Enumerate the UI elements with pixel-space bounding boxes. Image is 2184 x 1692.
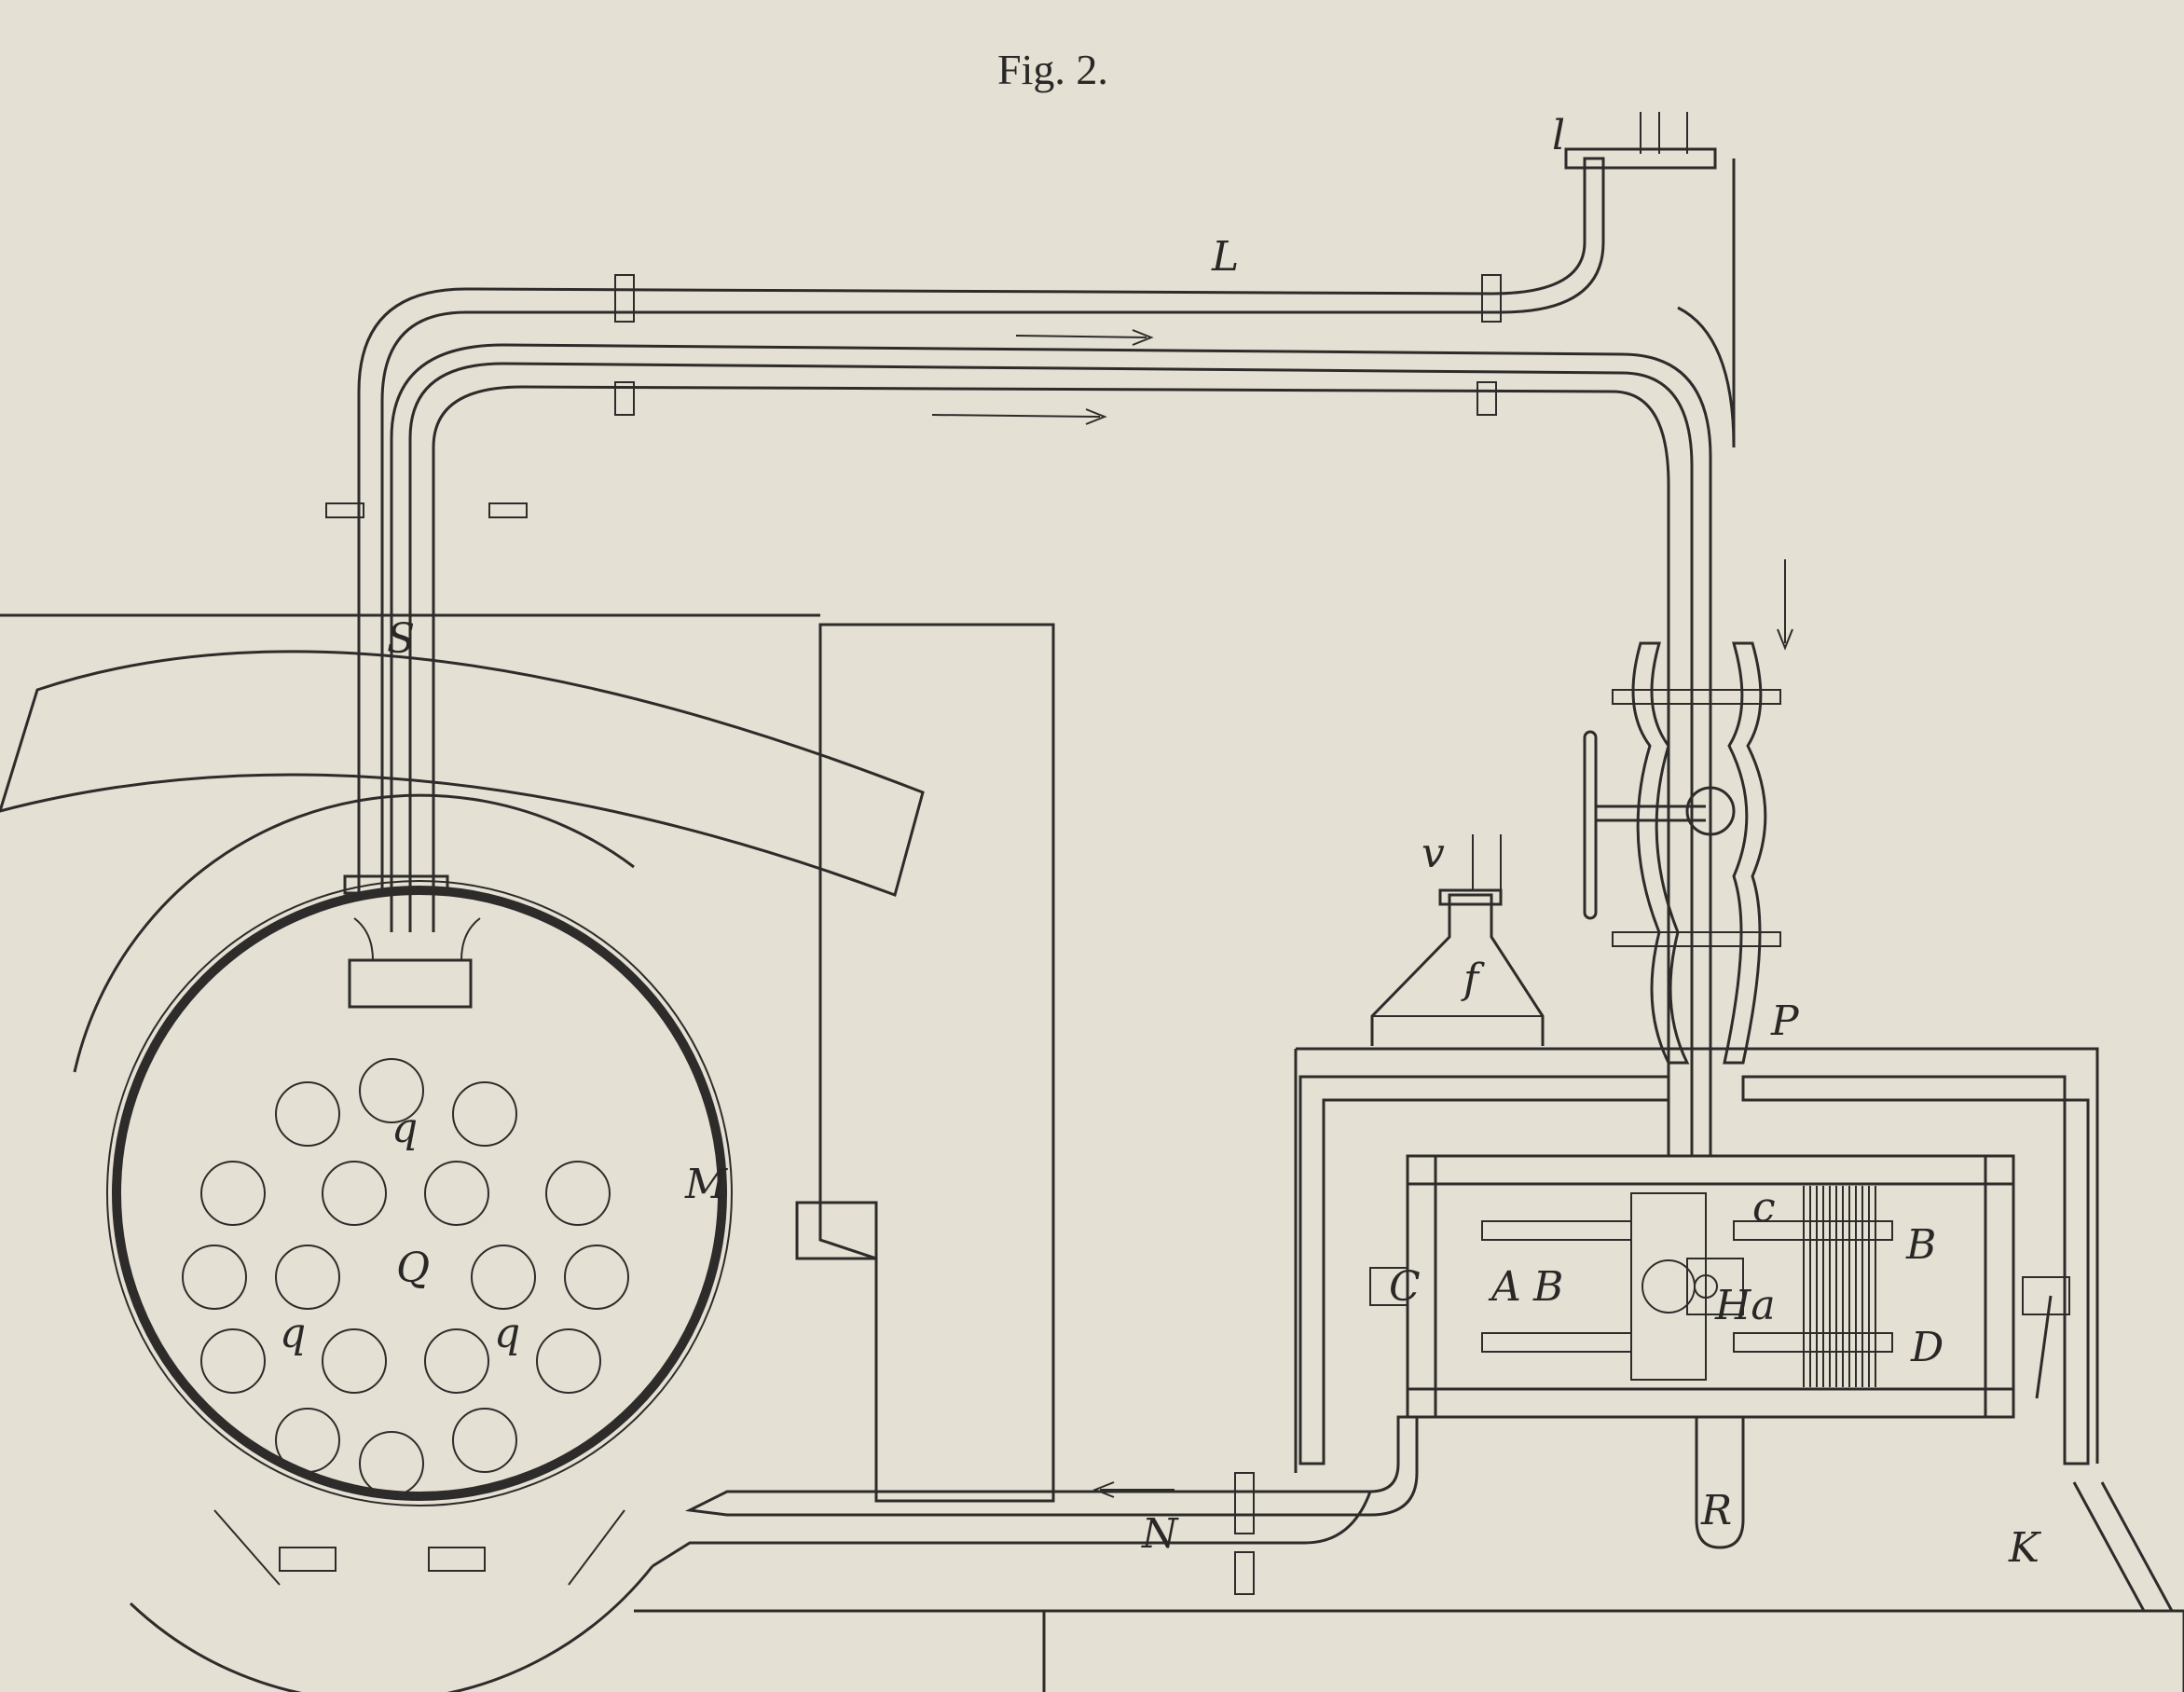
figure-title: Fig. 2.: [997, 46, 1108, 93]
label-S: S: [387, 615, 415, 663]
label-q-1: q: [391, 1105, 418, 1152]
label-Q: Q: [396, 1245, 430, 1292]
boiler-tube: [359, 1431, 424, 1496]
piston: [1803, 1186, 1876, 1387]
part-labels: L l S v f P M Q q q q C A B Ha B D c R N…: [280, 112, 2041, 1572]
label-B-end: B: [1905, 1221, 1936, 1269]
boiler-tube: [536, 1328, 601, 1394]
boiler-tube: [564, 1245, 629, 1310]
label-L: L: [1211, 233, 1239, 281]
return-pipe: [652, 1415, 2174, 1612]
label-K: K: [2008, 1524, 2041, 1572]
boiler-tube: [322, 1328, 387, 1394]
label-N: N: [1141, 1510, 1179, 1558]
foundation: [0, 613, 2184, 1692]
boiler-tube: [275, 1081, 340, 1147]
label-v: v: [1422, 830, 1445, 877]
label-q-2: q: [280, 1310, 306, 1357]
label-f: f: [1461, 956, 1485, 1003]
label-P: P: [1770, 997, 1800, 1045]
label-R: R: [1700, 1487, 1732, 1534]
boiler-tube: [452, 1408, 517, 1473]
oil-vessel: [1370, 834, 1545, 1046]
furnace-masonry: [0, 623, 1055, 1503]
boiler-tube: [200, 1161, 266, 1226]
label-c: c: [1752, 1184, 1776, 1231]
boiler-tube: [452, 1081, 517, 1147]
boiler-tube: [424, 1328, 489, 1394]
label-Ha: Ha: [1714, 1282, 1776, 1329]
boiler-tube: [359, 1058, 424, 1123]
boiler-tube: [322, 1161, 387, 1226]
boiler: [73, 793, 733, 1692]
engine-housing: [1294, 1047, 2099, 1549]
label-A: A: [1488, 1263, 1521, 1311]
label-q-3: q: [494, 1310, 520, 1357]
valve-assembly: [1583, 641, 1781, 1065]
boiler-tube: [471, 1245, 536, 1310]
boiler-tube: [200, 1328, 266, 1394]
label-l: l: [1552, 112, 1565, 159]
boiler-tube: [275, 1245, 340, 1310]
boiler-tube: [545, 1161, 611, 1226]
label-B-chamber: B: [1532, 1263, 1563, 1311]
label-M: M: [684, 1161, 728, 1208]
label-C: C: [1389, 1263, 1421, 1311]
boiler-tube: [275, 1408, 340, 1473]
label-D: D: [1910, 1324, 1944, 1371]
boiler-tube: [182, 1245, 247, 1310]
steam-pipes: [325, 112, 1793, 1158]
boiler-tubes: [182, 1058, 629, 1496]
boiler-tube: [424, 1161, 489, 1226]
